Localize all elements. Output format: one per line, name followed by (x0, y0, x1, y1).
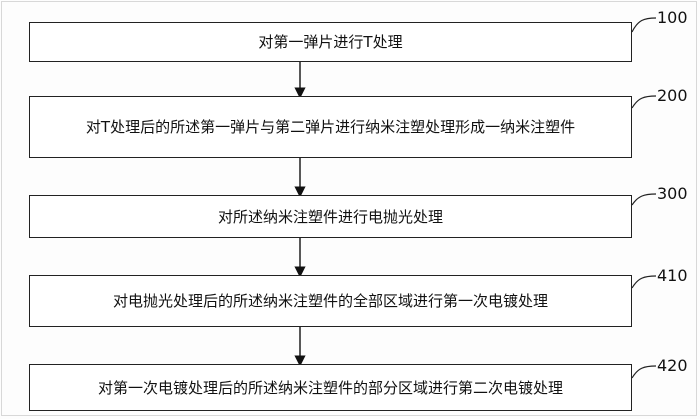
step-number-200: 200 (657, 86, 688, 105)
step-number-420: 420 (657, 356, 688, 375)
step-text: 对第一次电镀处理后的所述纳米注塑件的部分区域进行第二次电镀处理 (97, 378, 563, 397)
step-box-200: 对T处理后的所述第一弹片与第二弹片进行纳米注塑处理形成一纳米注塑件 (29, 96, 632, 158)
step-text: 对第一弹片进行T处理 (258, 33, 403, 51)
step-number-300: 300 (657, 184, 688, 203)
step-number-410: 410 (657, 266, 688, 285)
leader-100 (631, 17, 657, 33)
leader-420 (631, 365, 657, 379)
step-text: 对T处理后的所述第一弹片与第二弹片进行纳米注塑处理形成一纳米注塑件 (85, 118, 576, 136)
step-box-410: 对电抛光处理后的所述纳米注塑件的全部区域进行第一次电镀处理 (29, 275, 632, 327)
step-box-100: 对第一弹片进行T处理 (29, 22, 632, 62)
step-box-420: 对第一次电镀处理后的所述纳米注塑件的部分区域进行第二次电镀处理 (29, 364, 632, 411)
leader-200 (631, 95, 657, 109)
step-box-300: 对所述纳米注塑件进行电抛光处理 (29, 195, 632, 238)
leader-300 (631, 193, 657, 206)
step-text: 对电抛光处理后的所述纳米注塑件的全部区域进行第一次电镀处理 (112, 292, 548, 310)
step-text: 对所述纳米注塑件进行电抛光处理 (217, 207, 443, 226)
step-number-100: 100 (657, 8, 688, 27)
leader-410 (631, 275, 657, 289)
